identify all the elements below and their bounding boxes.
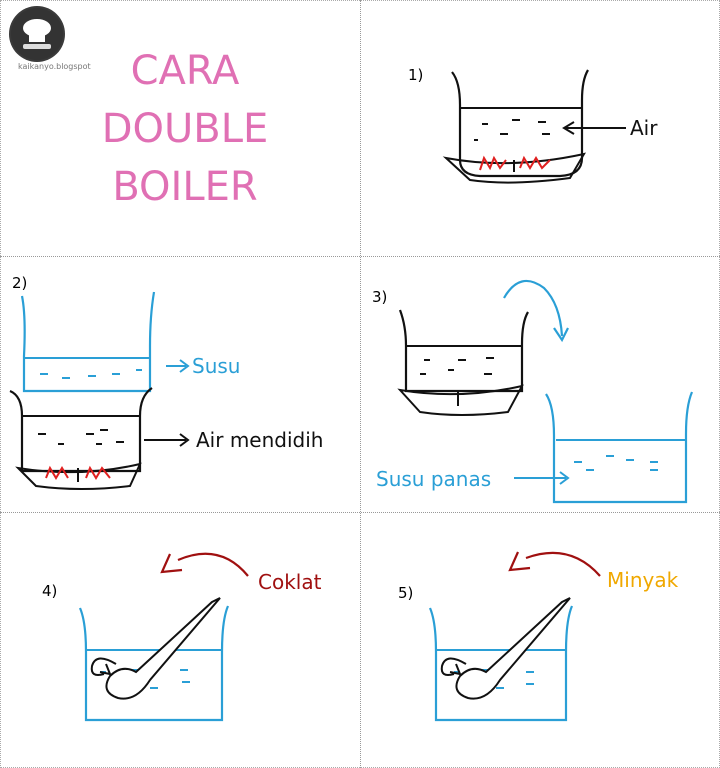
label-susu-panas: Susu panas	[376, 467, 492, 491]
label-susu: Susu	[192, 354, 241, 378]
label-coklat: Coklat	[258, 570, 322, 594]
horizontal-divider-2	[0, 512, 720, 513]
label-air-mendidih: Air mendidih	[196, 428, 324, 452]
step-2-drawing	[9, 291, 190, 490]
step-1-number: 1)	[408, 66, 424, 84]
chef-logo-icon	[9, 6, 65, 62]
step-2-number: 2)	[12, 274, 28, 292]
label-air: Air	[630, 116, 658, 140]
flame-left	[479, 155, 507, 171]
pot-outline	[451, 69, 589, 178]
title-line-2: DOUBLE	[101, 106, 269, 152]
step-5-drawing	[428, 551, 601, 722]
flame-right	[519, 155, 551, 170]
water-dashes	[474, 119, 550, 141]
step-4-drawing	[78, 552, 249, 722]
milk-pot	[20, 291, 156, 393]
title-line-3: BOILER	[112, 164, 258, 210]
step-1-drawing	[442, 69, 626, 184]
step-4-number: 4)	[42, 582, 58, 600]
page-title: CARA DOUBLE BOILER	[100, 42, 270, 216]
label-minyak: Minyak	[607, 568, 679, 592]
step-3-drawing	[397, 279, 694, 504]
water-pot	[9, 387, 153, 473]
step-5-number: 5)	[398, 584, 414, 602]
vertical-divider	[360, 0, 361, 768]
title-line-1: CARA	[130, 48, 240, 94]
horizontal-divider-1	[0, 256, 720, 257]
step-3-number: 3)	[372, 288, 388, 306]
logo-caption: kaikanyo.blogspot	[18, 62, 91, 71]
